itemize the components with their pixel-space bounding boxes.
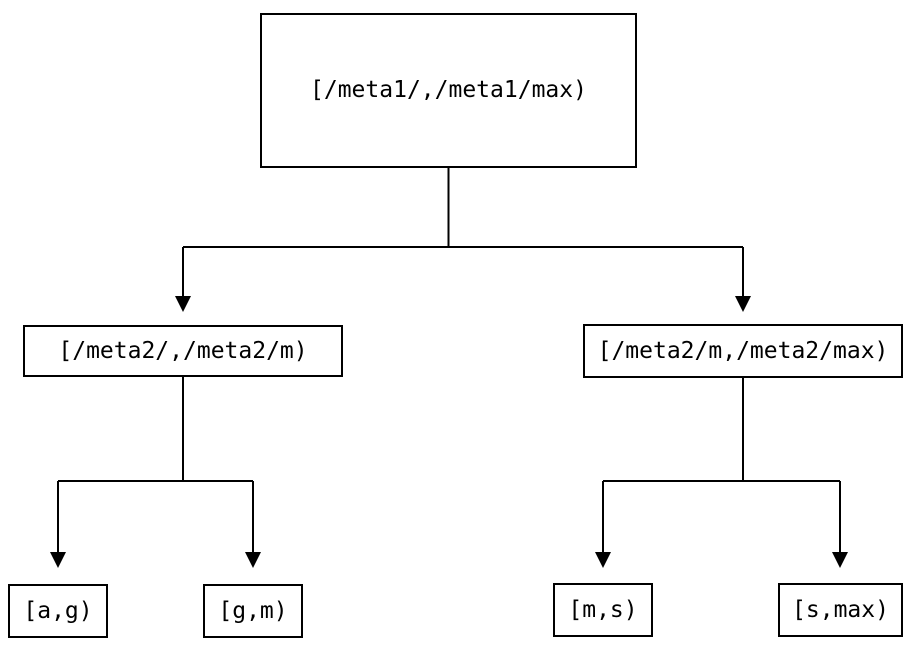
node-leaf-ag: [a,g)	[8, 584, 108, 638]
edge-right-children	[595, 378, 848, 568]
edge-left-children	[50, 377, 261, 568]
arrowhead-left	[175, 296, 191, 312]
arrowhead-leaf-smax	[832, 552, 848, 568]
node-left: [/meta2/,/meta2/m)	[23, 325, 343, 377]
node-leaf-smax-label: [s,max)	[792, 596, 889, 623]
node-leaf-gm-label: [g,m)	[218, 597, 288, 624]
node-leaf-ag-label: [a,g)	[23, 597, 93, 624]
node-leaf-smax: [s,max)	[778, 583, 903, 637]
node-left-label: [/meta2/,/meta2/m)	[58, 337, 308, 364]
node-right-label: [/meta2/m,/meta2/max)	[597, 337, 889, 364]
arrowhead-leaf-gm	[245, 552, 261, 568]
arrowhead-right	[735, 296, 751, 312]
node-leaf-ms-label: [m,s)	[568, 596, 638, 623]
node-right: [/meta2/m,/meta2/max)	[583, 324, 903, 378]
node-leaf-ms: [m,s)	[553, 583, 653, 637]
node-leaf-gm: [g,m)	[203, 584, 303, 638]
arrowhead-leaf-ag	[50, 552, 66, 568]
arrowhead-leaf-ms	[595, 552, 611, 568]
edge-root-children	[175, 168, 751, 312]
node-root: [/meta1/,/meta1/max)	[260, 13, 637, 168]
node-root-label: [/meta1/,/meta1/max)	[310, 77, 587, 103]
